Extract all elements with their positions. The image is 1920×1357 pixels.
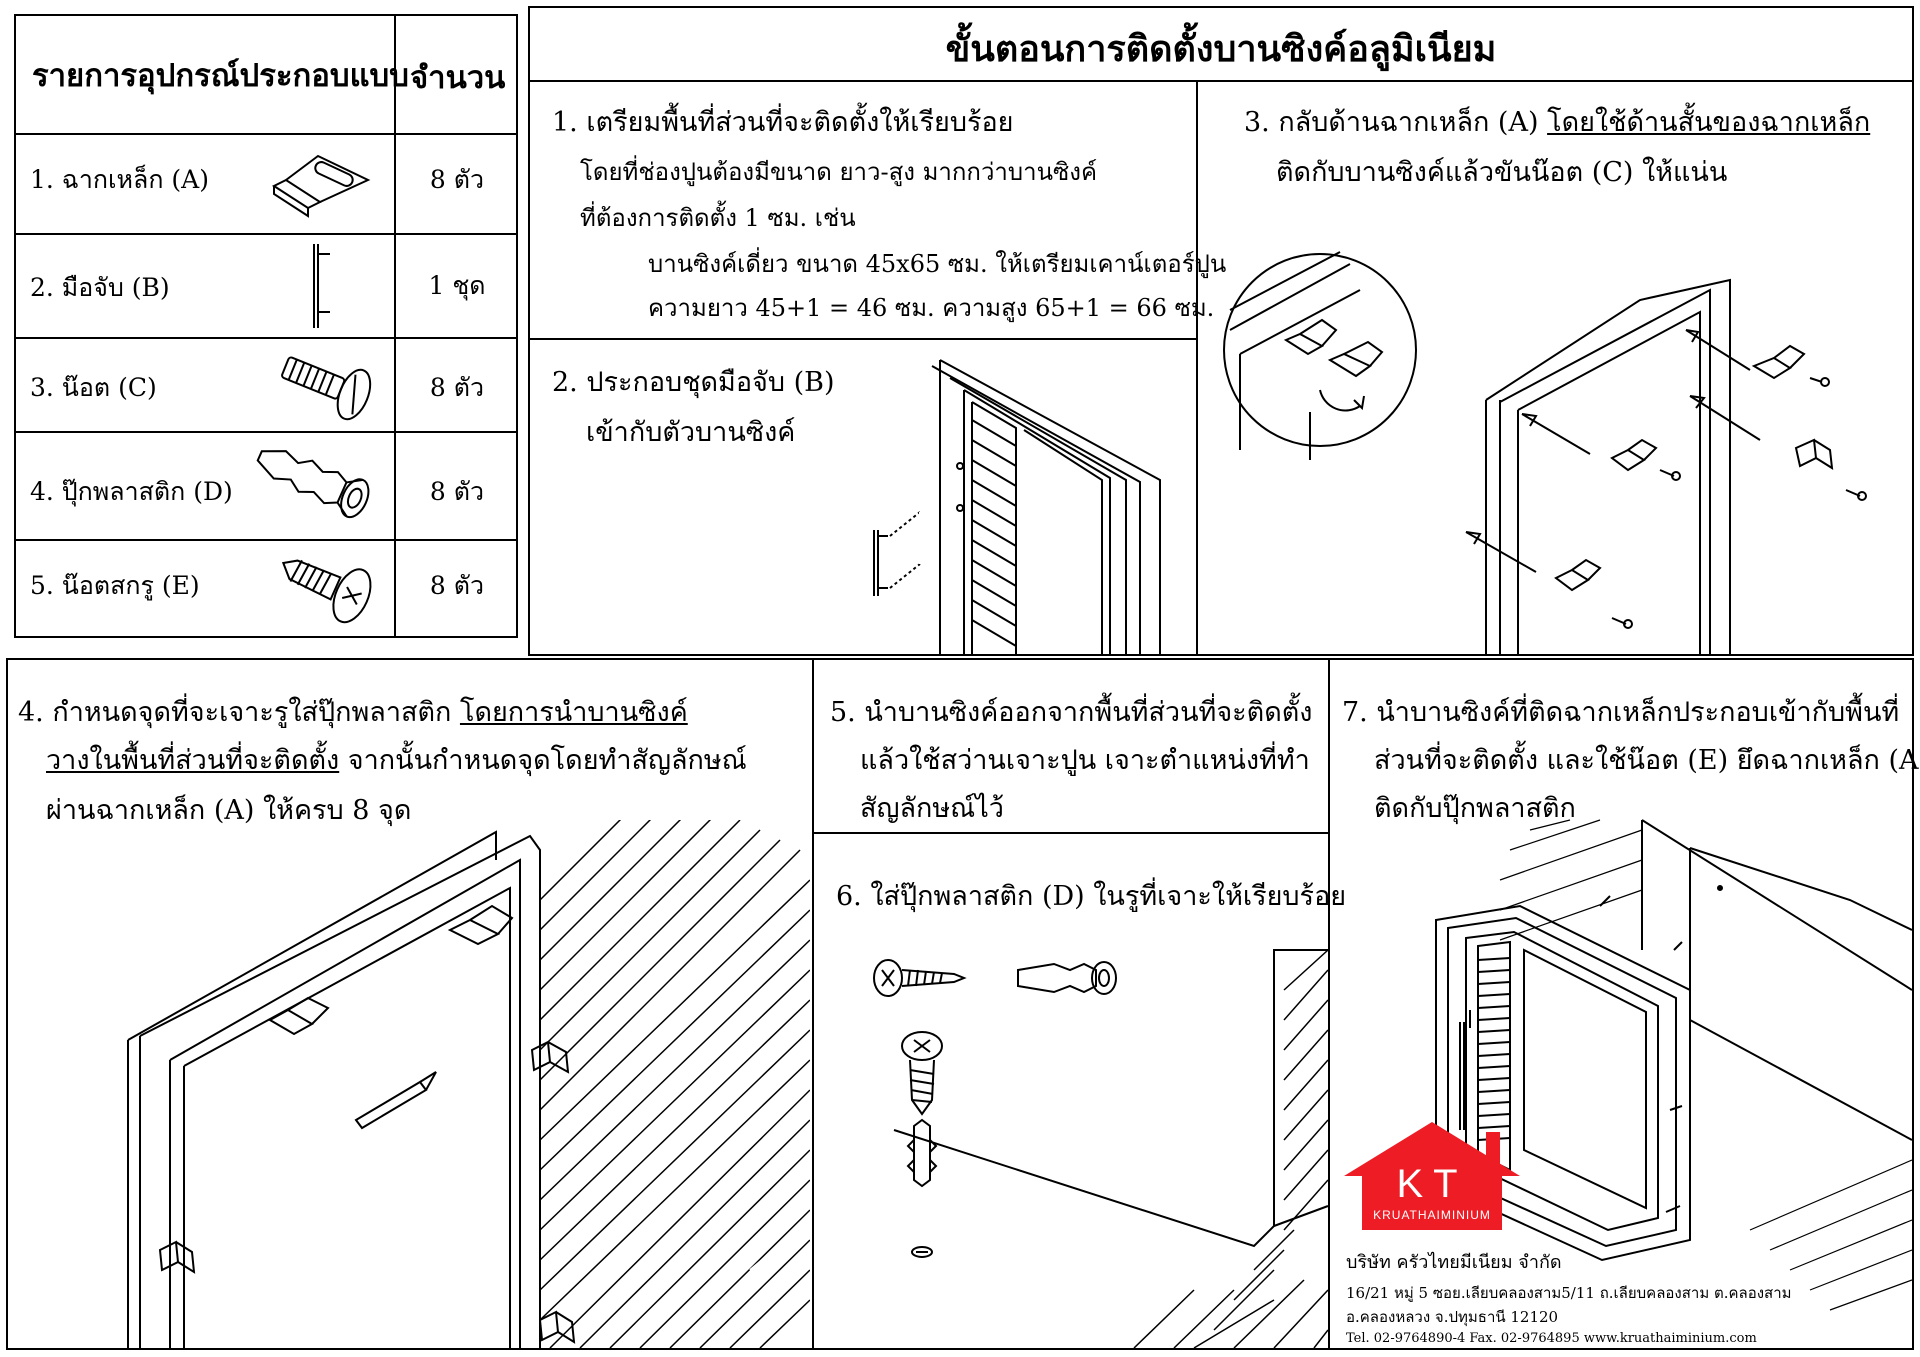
parts-table	[14, 14, 518, 638]
bottom-divider-1	[812, 658, 814, 1350]
part-qty-b: 1 ชุด	[428, 271, 486, 300]
step1-title: 1. เตรียมพื้นที่ส่วนที่จะติดตั้งให้เรียบ…	[552, 107, 1014, 138]
step2-text: เข้ากับตัวบานซิงค์	[586, 417, 796, 448]
step5-text: แล้วใช้สว่านเจาะปูน เจาะตำแหน่งที่ทำ	[860, 745, 1310, 776]
table-header-item: รายการอุปกรณ์ประกอบแบบ	[32, 58, 409, 94]
kt-logo	[1344, 1122, 1520, 1230]
title-divider	[528, 80, 1914, 82]
part-qty-e: 8 ตัว	[429, 571, 485, 600]
company-name: บริษัท ครัวไทยมีเนียม จำกัด	[1346, 1252, 1562, 1273]
part-label-a: 1. ฉากเหล็ก (A)	[30, 165, 209, 194]
step4-title-underlined: โดยการนำบานซิงค์	[459, 697, 688, 728]
step4-title-part1: 4. กำหนดจุดที่จะเจาะรูใส่ปุ๊กพลาสติก	[18, 697, 460, 728]
table-row-divider	[14, 233, 518, 235]
step7-text: ติดกับปุ๊กพลาสติก	[1374, 793, 1576, 824]
table-row-divider	[14, 133, 518, 135]
bottom-divider-2	[1328, 658, 1330, 1350]
step2-illustration	[873, 359, 1161, 655]
step56-divider	[812, 832, 1330, 834]
steel-bracket-icon	[271, 154, 371, 218]
step7-text: ส่วนที่จะติดตั้ง และใช้น๊อต (E) ยึดฉากเห…	[1374, 745, 1920, 776]
screw-icon	[281, 559, 372, 624]
company-address-line2: อ.คลองหลวง จ.ปทุมธานี 12120	[1346, 1308, 1559, 1326]
table-row-divider	[14, 431, 518, 433]
part-qty-a: 8 ตัว	[429, 165, 485, 194]
step4-illustration	[127, 820, 810, 1348]
part-qty-c: 8 ตัว	[429, 373, 485, 402]
step4-text-underlined: วางในพื้นที่ส่วนที่จะติดตั้ง	[46, 745, 340, 776]
step1-text: ที่ต้องการติดตั้ง 1 ซม. เช่น	[580, 204, 856, 232]
step6-illustration	[873, 949, 1328, 1348]
page-title: ขั้นตอนการติดตั้งบานซิงค์อลูมิเนียม	[945, 28, 1497, 70]
part-label-e: 5. น๊อตสกรู (E)	[30, 571, 200, 600]
step3-text: ติดกับบานซิงค์แล้วขันน๊อต (C) ให้แน่น	[1276, 157, 1728, 188]
logo-letters: KT	[1396, 1162, 1468, 1206]
step3-title: 3. กลับด้านฉากเหล็ก (A) โดยใช้ด้านสั้นขอ…	[1244, 100, 1870, 143]
table-header-qty: จำนวน	[410, 60, 506, 96]
table-col-divider	[394, 14, 396, 638]
bolt-icon	[281, 356, 372, 421]
step3-title-underlined: โดยใช้ด้านสั้นของฉากเหล็ก	[1547, 107, 1871, 138]
plastic-anchor-icon	[256, 450, 370, 519]
step5-title: 5. นำบานซิงค์ออกจากพื้นที่ส่วนที่จะติดตั…	[830, 697, 1313, 728]
table-row-divider	[14, 337, 518, 339]
step4-title: 4. กำหนดจุดที่จะเจาะรูใส่ปุ๊กพลาสติก โดย…	[18, 690, 688, 733]
step-divider-v	[1196, 80, 1198, 656]
step1-text: โดยที่ช่องปูนต้องมีขนาด ยาว-สูง มากกว่าบ…	[580, 158, 1098, 186]
step3-title-part1: 3. กลับด้านฉากเหล็ก (A)	[1244, 107, 1548, 138]
step4-text-part2: จากนั้นกำหนดจุดโดยทำสัญลักษณ์	[339, 745, 747, 776]
step6-title: 6. ใส่ปุ๊กพลาสติก (D) ในรูที่เจาะให้เรีย…	[836, 881, 1347, 912]
step-divider-h	[528, 338, 1198, 340]
step4-text: ผ่านฉากเหล็ก (A) ให้ครบ 8 จุด	[46, 795, 412, 826]
part-label-d: 4. ปุ๊กพลาสติก (D)	[30, 477, 233, 506]
part-label-b: 2. มือจับ (B)	[30, 273, 170, 302]
part-label-c: 3. น๊อต (C)	[30, 373, 157, 402]
step3-illustration	[1223, 251, 1867, 654]
company-address-line1: 16/21 หมู่ 5 ซอย.เลียบคลองสาม5/11 ถ.เลีย…	[1346, 1284, 1792, 1302]
top-steps-panel	[528, 6, 1914, 656]
step7-title: 7. นำบานซิงค์ที่ติดฉากเหล็กประกอบเข้ากับ…	[1342, 697, 1900, 728]
step4-text: วางในพื้นที่ส่วนที่จะติดตั้ง จากนั้นกำหน…	[46, 738, 747, 781]
step1-text: บานซิงค์เดี่ยว ขนาด 45x65 ซม. ให้เตรียมเ…	[648, 250, 1227, 278]
table-row-divider	[14, 539, 518, 541]
step5-text: สัญลักษณ์ไว้	[860, 793, 1004, 824]
handle-icon	[313, 244, 330, 328]
step2-title: 2. ประกอบชุดมือจับ (B)	[552, 367, 835, 398]
part-qty-d: 8 ตัว	[429, 477, 485, 506]
company-contact: Tel. 02-9764890-4 Fax. 02-9764895 www.kr…	[1346, 1331, 1757, 1346]
bottom-steps-panel	[6, 658, 1914, 1350]
logo-name: KRUATHAIMINIUM	[1373, 1208, 1491, 1222]
step1-text: ความยาว 45+1 = 46 ซม. ความสูง 65+1 = 66 …	[648, 294, 1215, 322]
